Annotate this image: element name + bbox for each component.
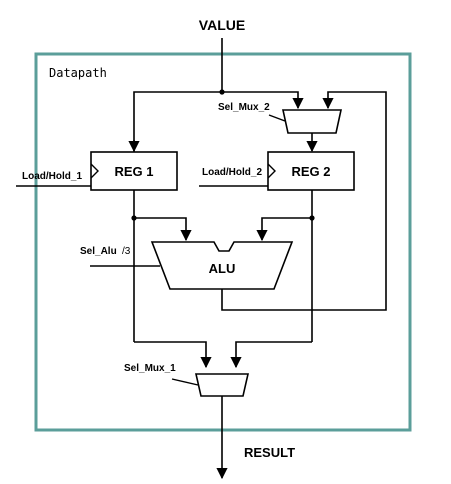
sel-mux-2-wire	[268, 114, 286, 122]
mux-2	[282, 109, 342, 134]
sel-alu-label: Sel_Alu	[80, 246, 117, 257]
load-hold-2-label: Load/Hold_2	[202, 167, 262, 178]
alu-feedback-wire	[221, 91, 387, 311]
datapath-frame	[34, 52, 412, 432]
sel-mux-2-label: Sel_Mux_2	[218, 102, 270, 113]
reg-2	[267, 151, 355, 191]
reg2-label: REG 2	[291, 164, 330, 179]
alu-label: ALU	[209, 261, 236, 276]
result-label: RESULT	[244, 445, 295, 460]
reg1-clock-icon	[90, 163, 99, 179]
reg2-clock-icon	[267, 163, 276, 179]
value-label: VALUE	[199, 17, 245, 33]
reg2-to-alu-wire	[256, 217, 312, 242]
load-hold-1-label: Load/Hold_1	[22, 171, 82, 182]
reg1-to-mux1-wire	[134, 341, 212, 369]
sel-mux-1-label: Sel_Mux_1	[124, 363, 176, 374]
container-label: Datapath	[49, 66, 107, 80]
sel-alu-width: /3	[122, 246, 131, 257]
sel-mux-1-wire	[171, 378, 199, 386]
value-bus-wire	[133, 91, 304, 152]
alu	[150, 241, 294, 290]
reg1-label: REG 1	[114, 164, 153, 179]
mux-1	[194, 373, 250, 397]
reg2-to-mux1-wire	[230, 341, 312, 369]
reg1-to-alu-wire	[134, 217, 192, 242]
